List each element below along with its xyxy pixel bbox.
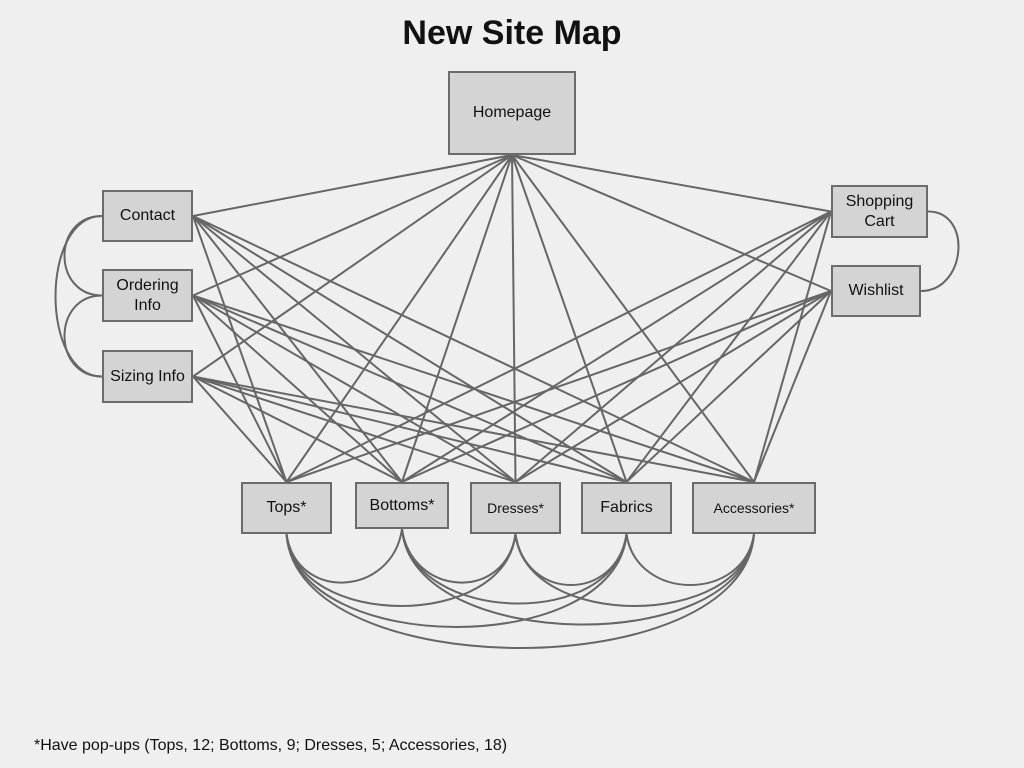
tops-node: Tops* <box>241 482 332 534</box>
edge-wishlist-bottoms <box>401 290 832 483</box>
edge-wishlist-fabrics <box>625 290 832 483</box>
edge-sizing-dresses <box>192 375 516 483</box>
edge-contact-fabrics <box>192 215 628 483</box>
edge-homepage-ordering <box>192 154 513 297</box>
edge-contact-tops <box>192 215 288 483</box>
edge-wishlist-tops <box>286 290 832 483</box>
edge-homepage-accessories <box>511 154 755 483</box>
edge-sizing-bottoms <box>192 375 403 483</box>
edge-wishlist-accessories <box>753 290 832 483</box>
edge-tops-accessories <box>285 533 755 649</box>
edge-ordering-dresses <box>192 294 517 483</box>
edge-tops-dresses <box>285 533 517 607</box>
fabrics-node: Fabrics <box>581 482 672 534</box>
edge-cart-tops <box>286 210 832 483</box>
edge-bottoms-dresses <box>401 528 517 584</box>
edge-cart-bottoms <box>401 210 832 483</box>
contact-node: Contact <box>102 190 193 242</box>
sizing-info-node: Sizing Info <box>102 350 193 403</box>
edge-homepage-tops <box>285 154 513 483</box>
edge-dresses-accessories <box>514 533 755 607</box>
edge-homepage-cart <box>511 154 832 213</box>
edge-contact-bottoms <box>192 215 403 483</box>
edge-cart-accessories <box>753 211 832 483</box>
ordering-info-node: Ordering Info <box>102 269 193 322</box>
edge-sizing-tops <box>192 375 288 483</box>
wishlist-node: Wishlist <box>831 265 921 317</box>
edge-fabrics-accessories <box>625 533 755 586</box>
homepage-node: Homepage <box>448 71 576 155</box>
edge-bottoms-accessories <box>401 528 755 626</box>
edge-homepage-wishlist <box>511 154 832 292</box>
edge-ordering-fabrics <box>192 294 627 483</box>
footnote: *Have pop-ups (Tops, 12; Bottoms, 9; Dre… <box>34 737 508 754</box>
edge-homepage-sizing <box>192 154 513 378</box>
edge-contact-sizing <box>54 215 103 378</box>
edge-homepage-dresses <box>511 154 517 483</box>
edge-tops-fabrics <box>285 533 628 628</box>
bottoms-node: Bottoms* <box>355 482 449 529</box>
edge-cart-fabrics <box>625 210 832 483</box>
edge-dresses-fabrics <box>514 533 628 586</box>
edge-sizing-fabrics <box>192 375 627 483</box>
edge-contact-ordering <box>63 215 103 297</box>
edge-homepage-contact <box>192 154 513 217</box>
shopping-cart-node: Shopping Cart <box>831 185 928 238</box>
edge-cart-wishlist <box>920 210 960 292</box>
dresses-node: Dresses* <box>470 482 561 534</box>
accessories-node: Accessories* <box>692 482 816 534</box>
edge-sizing-accessories <box>192 375 755 483</box>
edge-ordering-bottoms <box>192 294 403 483</box>
edge-ordering-sizing <box>63 294 103 378</box>
diagram-title: New Site Map <box>402 14 622 52</box>
edge-wishlist-dresses <box>514 290 832 483</box>
